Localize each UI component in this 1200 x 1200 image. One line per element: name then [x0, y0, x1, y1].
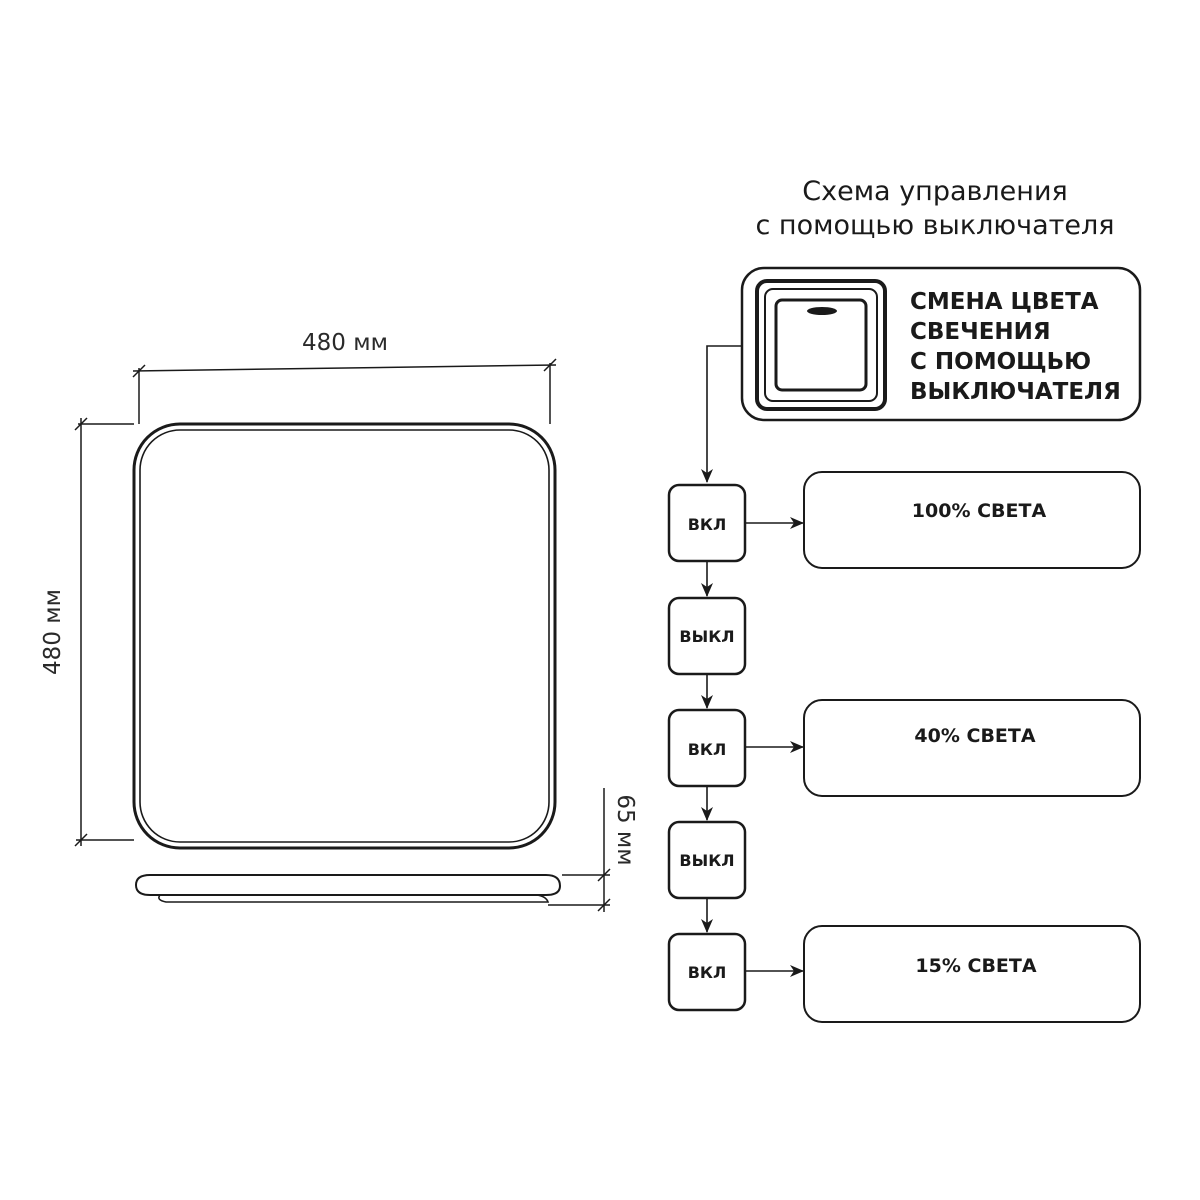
header-box: СМЕНА ЦВЕТА СВЕЧЕНИЯ С ПОМОЩЬЮ ВЫКЛЮЧАТЕ…	[740, 266, 1142, 422]
result-2: 40% СВЕТА	[803, 699, 1141, 797]
step-1: ВКЛ	[667, 483, 747, 563]
lamp-drawing: 480 мм 480 мм 65 мм	[40, 330, 638, 912]
width-dimension: 480 мм	[132, 330, 557, 424]
lamp-top-view-outer	[132, 422, 557, 850]
step-3-label: ВКЛ	[688, 740, 727, 759]
header-line-3: С ПОМОЩЬЮ	[910, 349, 1091, 375]
height-dimension: 480 мм	[40, 417, 134, 847]
step-2: ВЫКЛ	[667, 596, 747, 676]
step-5-label: ВКЛ	[688, 963, 727, 982]
result-3-label: 15% СВЕТА	[915, 955, 1036, 977]
header-line-1: СМЕНА ЦВЕТА	[910, 289, 1099, 315]
step-3: ВКЛ	[667, 708, 747, 788]
header-box-frame	[740, 266, 1142, 422]
result-1: 100% СВЕТА	[803, 471, 1141, 569]
wall-switch-icon	[755, 279, 887, 411]
width-label: 480 мм	[302, 330, 388, 356]
connector-header-to-step1	[701, 345, 742, 483]
step-4-label: ВЫКЛ	[679, 851, 734, 870]
step-4: ВЫКЛ	[667, 820, 747, 900]
step-2-label: ВЫКЛ	[679, 627, 734, 646]
header-line-4: ВЫКЛЮЧАТЕЛЯ	[910, 379, 1121, 405]
control-scheme: Схема управления с помощью выключателя С…	[667, 176, 1142, 1023]
result-1-label: 100% СВЕТА	[912, 500, 1047, 522]
depth-dimension: 65 мм	[548, 788, 638, 912]
header-line-2: СВЕЧЕНИЯ	[910, 319, 1051, 345]
depth-label: 65 мм	[612, 794, 638, 865]
scheme-title-line2: с помощью выключателя	[755, 210, 1114, 241]
result-3: 15% СВЕТА	[803, 925, 1141, 1023]
step-1-label: ВКЛ	[688, 515, 727, 534]
height-label: 480 мм	[40, 589, 66, 675]
lamp-side-view	[134, 874, 562, 903]
scheme-title-line1: Схема управления	[802, 176, 1067, 207]
lamp-top-view-inner	[139, 429, 550, 843]
result-2-label: 40% СВЕТА	[914, 725, 1035, 747]
step-5: ВКЛ	[667, 932, 747, 1012]
